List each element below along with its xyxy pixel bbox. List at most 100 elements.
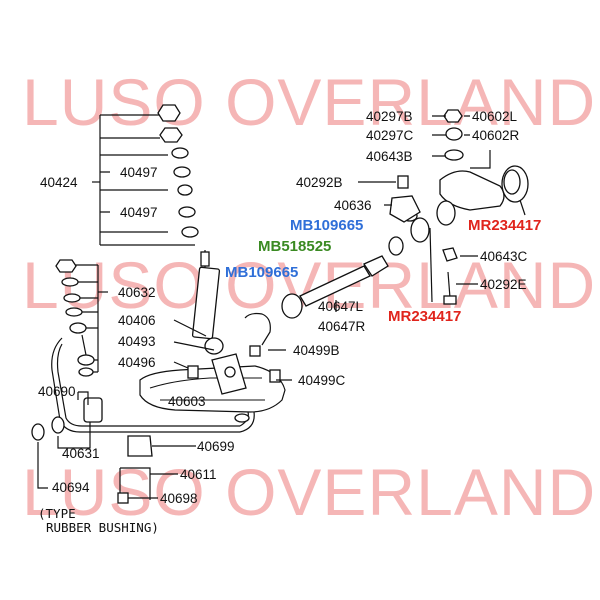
leaders-top-right [432,115,470,157]
label-40297C: 40297C [366,128,414,143]
bolt-head [249,345,261,357]
leader-mr234417-b [429,227,433,303]
label-40603: 40603 [168,394,206,409]
label-40636: 40636 [334,198,372,213]
shock-top [200,251,210,267]
shaft-40647 [299,265,371,307]
label-40497-lower: 40497 [120,205,158,220]
nut-40499C [269,369,281,383]
nut-icon [157,104,181,122]
bushing-ring [436,200,456,226]
shock-absorber-assembly [92,104,224,355]
bar-bushing [83,397,103,423]
shaft-joint [363,255,389,277]
leader-40694 [37,442,48,489]
label-40499C: 40499C [298,373,346,388]
label-40631: 40631 [62,446,100,461]
leaders-right-lower [456,255,478,285]
stabilizer-link-group [55,259,108,377]
washer-icon [445,127,463,141]
washer-icon [234,413,250,423]
bar-clip [51,416,65,434]
label-40602L: 40602L [472,109,518,124]
leader-40690 [77,391,89,405]
label-40632: 40632 [118,285,156,300]
washer-icon [173,166,191,178]
leader-40631 [57,422,91,449]
rubber-bushing-mount [117,435,153,504]
label-40493: 40493 [118,334,156,349]
label-40406: 40406 [118,313,156,328]
shaft-end-bushing [281,293,303,319]
bushing-icon [77,354,95,366]
bolt-shaft-40292E [447,271,451,299]
bolt-40292B [397,175,409,189]
clip-40643C [442,247,458,262]
note-rubber-bushing: RUBBER BUSHING) [46,520,159,535]
leader-lines-40424 [100,114,168,233]
arm-bushing-inner [503,169,521,195]
bracket-40636 [389,195,421,223]
washer-icon [177,184,193,196]
washer-icon [444,149,464,161]
washer-icon [78,367,94,377]
crossmember-frame [139,312,286,423]
highlight-mb518525: MB518525 [258,238,331,255]
bracket-40499B [244,312,271,346]
bushing-icon [69,322,87,334]
right-linkage-assembly [281,109,529,319]
washer-icon [63,293,81,303]
label-40496: 40496 [118,355,156,370]
washer-icon [171,147,189,159]
shock-eye [204,337,224,355]
bolt-head-40292E [443,295,457,305]
highlight-mr234417-lower: MR234417 [388,308,461,325]
bolt-40698 [117,492,129,504]
bar-nut [31,423,45,441]
watermark-bottom: LUSO OVERLAND [22,455,596,529]
label-40690: 40690 [38,384,76,399]
label-40698: 40698 [160,491,198,506]
leader-40602 [470,150,491,169]
leaders-lower [128,445,196,499]
label-40611: 40611 [180,467,217,482]
label-40602R: 40602R [472,128,520,143]
washer-icon [61,277,79,287]
washer-icon [181,226,199,238]
label-40497-upper: 40497 [120,165,158,180]
label-40643B: 40643B [366,149,413,164]
note-type: (TYPE [38,506,76,521]
washer-icon [178,206,196,218]
bushing-ring [410,217,430,243]
bushing-clamp [127,435,153,457]
label-40699: 40699 [197,439,235,454]
label-40694: 40694 [52,480,90,495]
leaders-40292B [358,181,396,206]
link-bolt [81,334,87,356]
nut-icon [159,127,183,143]
watermark-top: LUSO OVERLAND [22,65,596,139]
label-40292B: 40292B [296,175,343,190]
shaft-sleeve [388,236,404,256]
watermark-middle: LUSO OVERLAND [22,248,596,322]
label-40647L: 40647L [318,299,364,314]
nut-icon [55,259,77,273]
label-40499B: 40499B [293,343,340,358]
mount-hole [224,366,236,378]
leaders-center [173,319,292,381]
label-40292E: 40292E [480,277,527,292]
crossmember-outline [139,365,286,413]
label-40643C: 40643C [480,249,528,264]
washer-icon [65,307,83,317]
label-40424: 40424 [40,175,78,190]
nut-icon [443,109,463,123]
crossmember-detail [149,377,265,401]
label-40297B: 40297B [366,109,413,124]
label-40647R: 40647R [318,319,366,334]
leader-mr234417-a [519,199,526,216]
highlight-mb109665-upper: MB109665 [290,217,363,234]
shock-body [191,266,221,340]
highlight-mb109665-lower: MB109665 [225,264,298,281]
